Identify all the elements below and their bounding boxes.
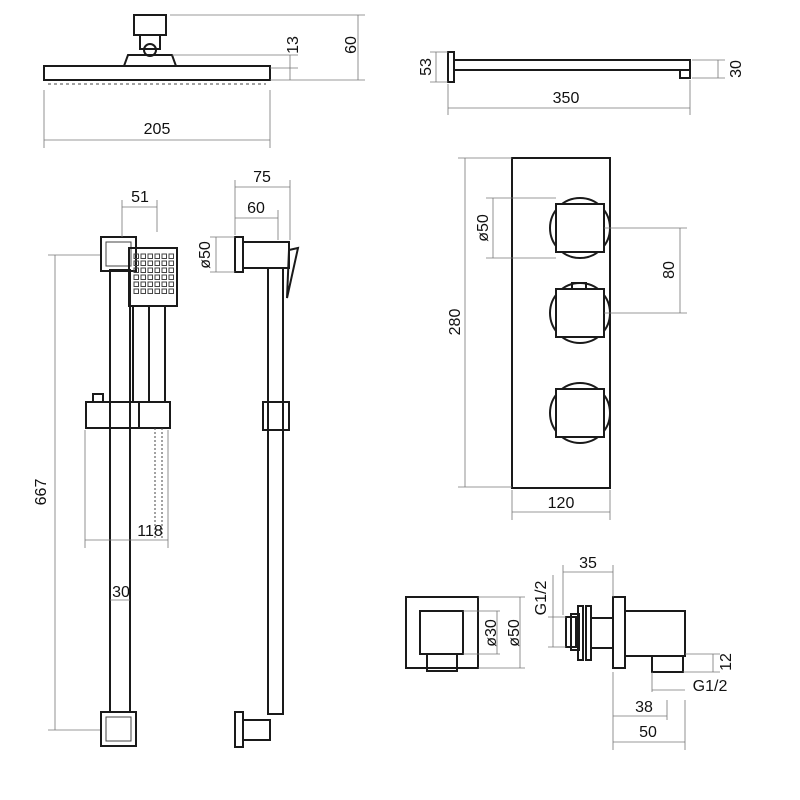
valve-knob-middle	[549, 282, 611, 344]
nozzle	[147, 253, 153, 259]
dim-667: 667	[33, 479, 50, 506]
nozzle	[140, 267, 146, 273]
slide-rail-side-dimensions: 75 60 ø50	[197, 169, 291, 273]
dim-120: 120	[548, 495, 575, 512]
nozzle	[147, 267, 153, 273]
nozzle	[161, 253, 167, 259]
dim-75: 75	[253, 169, 271, 186]
dim-12: 12	[718, 653, 735, 671]
nozzle	[161, 267, 167, 273]
nozzle	[154, 253, 160, 259]
slide-rail-side	[234, 236, 300, 748]
valve-knob-bottom	[549, 382, 611, 444]
slide-rail-front-dimensions: 51 667 118 30	[33, 189, 169, 731]
dim-30-rail: 30	[112, 584, 130, 601]
dim-80: 80	[661, 261, 678, 279]
dim-g12-inlet: G1/2	[533, 581, 550, 616]
nozzle	[140, 253, 146, 259]
nozzle	[168, 260, 174, 266]
nozzle	[147, 260, 153, 266]
dim-o30: ø30	[483, 619, 500, 647]
rain-head-dimensions: 13 60 205	[43, 14, 365, 148]
nozzle	[147, 288, 153, 294]
nozzle	[161, 281, 167, 287]
nozzle	[168, 253, 174, 259]
nozzle	[133, 274, 139, 280]
dim-o50-bracket: ø50	[197, 241, 214, 269]
dim-118: 118	[137, 523, 163, 540]
dim-51: 51	[131, 189, 149, 206]
nozzle	[133, 281, 139, 287]
nozzle	[140, 274, 146, 280]
shower-arm-dimensions: 53 350 30	[418, 51, 745, 115]
dim-g12-outlet: G1/2	[693, 678, 728, 695]
nozzle	[154, 267, 160, 273]
dim-53: 53	[418, 58, 435, 76]
dim-30-arm: 30	[728, 60, 745, 78]
wall-outlet-front	[405, 596, 479, 672]
nozzle	[147, 274, 153, 280]
nozzle	[161, 274, 167, 280]
thermostatic-valve	[511, 157, 611, 489]
dim-13: 13	[285, 36, 302, 54]
wall-outlet-side	[565, 596, 686, 673]
wall-outlet-dimensions: ø30 ø50 35 G1/2 12 G1/2 38 50	[463, 555, 735, 750]
nozzle	[161, 260, 167, 266]
dim-60: 60	[343, 36, 360, 54]
dim-350: 350	[553, 90, 580, 107]
nozzle	[168, 288, 174, 294]
dim-60-side: 60	[247, 200, 265, 217]
nozzle	[133, 288, 139, 294]
nozzle	[154, 281, 160, 287]
dim-280: 280	[447, 309, 464, 336]
nozzle	[133, 267, 139, 273]
shower-head-nozzle-grid	[133, 253, 174, 294]
nozzle	[168, 274, 174, 280]
shower-arm	[447, 51, 691, 83]
nozzle	[140, 288, 146, 294]
valve-knob-top	[549, 197, 611, 259]
rain-shower-head	[43, 14, 271, 85]
nozzle	[147, 281, 153, 287]
nozzle	[154, 288, 160, 294]
dim-50-outlet: 50	[639, 724, 657, 741]
dim-o50-outlet: ø50	[506, 619, 523, 647]
nozzle	[161, 288, 167, 294]
nozzle	[168, 281, 174, 287]
nozzle	[133, 260, 139, 266]
slide-rail-front	[85, 236, 178, 747]
valve-dimensions: ø50 80 280 120	[447, 157, 687, 520]
nozzle	[133, 253, 139, 259]
dim-205: 205	[144, 121, 171, 138]
dim-35: 35	[579, 555, 597, 572]
nozzle	[140, 260, 146, 266]
nozzle	[168, 267, 174, 273]
dim-o50-knob: ø50	[475, 214, 492, 242]
dim-38: 38	[635, 699, 653, 716]
nozzle	[154, 260, 160, 266]
nozzle	[140, 281, 146, 287]
nozzle	[154, 274, 160, 280]
